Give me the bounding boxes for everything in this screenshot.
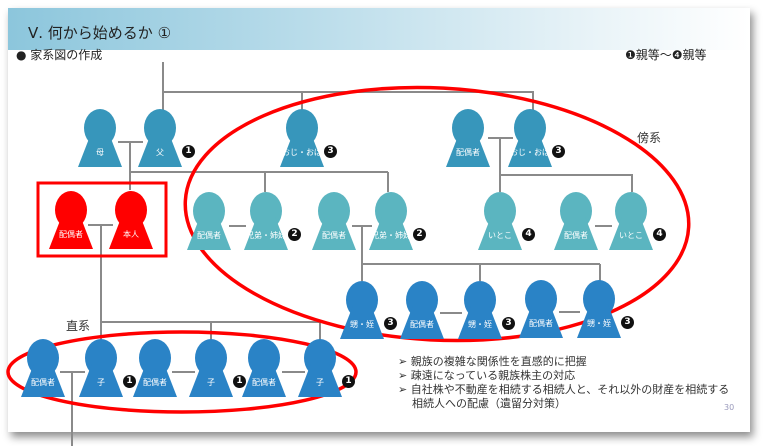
- person-label: 甥・姪: [587, 319, 611, 328]
- slide-title: Ⅴ. 何から始めるか ①: [28, 24, 172, 42]
- person-label: おじ・おば: [510, 148, 550, 157]
- notes-list: ➢ 親族の複雑な関係性を直感的に把握 ➢ 疎遠になっている親族株主の対応 ➢ 自…: [398, 355, 732, 411]
- person-label: 配偶者: [410, 320, 434, 329]
- person-label: いとこ: [619, 231, 643, 240]
- person-label: 甥・姪: [468, 320, 492, 329]
- degree-badge: 3: [621, 316, 634, 329]
- degree-badge: 3: [552, 145, 565, 158]
- person-label: 兄弟・姉妹: [246, 231, 286, 240]
- figure-sibling-spouse-2: 配偶者: [312, 192, 356, 250]
- figure-mother: 母: [78, 109, 122, 167]
- figure-self-spouse: 配偶者: [49, 191, 93, 249]
- collateral-ellipse: [183, 85, 691, 343]
- degree-badge: 1: [182, 145, 195, 158]
- degree-badge: 2: [288, 228, 301, 241]
- degree-badge: 3: [502, 317, 515, 330]
- person-label: 配偶者: [31, 378, 55, 387]
- person-label: 配偶者: [564, 231, 588, 240]
- figure-sibling-spouse: 配偶者: [187, 192, 231, 250]
- degree-badge: 3: [324, 145, 337, 158]
- figure-nephew-spouse: 配偶者: [400, 281, 444, 339]
- person-label: 兄弟・姉妹: [371, 231, 411, 240]
- collateral-label: 傍系: [637, 131, 662, 145]
- degree-badge: 1: [233, 375, 246, 388]
- figure-child-spouse-3: 配偶者: [242, 339, 286, 397]
- figure-child-spouse-2: 配偶者: [133, 339, 177, 397]
- figure-nephew-niece: 甥・姪 3: [340, 281, 397, 339]
- self-highlight-box: [36, 181, 168, 258]
- bullet-heading: ● 家系図の作成: [16, 48, 103, 62]
- degree-badge: 4: [522, 228, 535, 241]
- person-label: 配偶者: [197, 231, 221, 240]
- figure-self: 本人: [109, 191, 153, 249]
- person-label: 配偶者: [456, 148, 480, 157]
- figure-uncle-spouse: 配偶者: [446, 109, 490, 167]
- figure-child-spouse: 配偶者: [21, 339, 65, 397]
- person-label: 配偶者: [143, 378, 167, 387]
- note-item: ➢ 自社株や不動産を相続する相続人と、それ以外の財産を相続する相続人への配慮（遺…: [398, 383, 730, 410]
- person-label: 子: [207, 378, 215, 387]
- person-label: 配偶者: [322, 231, 346, 240]
- figure-cousin-spouse: 配偶者: [554, 192, 598, 250]
- degree-badge: 3: [384, 317, 397, 330]
- person-label: 子: [316, 378, 324, 387]
- person-label: いとこ: [488, 231, 512, 240]
- note-item: ➢ 疎遠になっている親族株主の対応: [398, 369, 576, 382]
- person-label: 甥・姪: [350, 320, 374, 329]
- figure-nephew-niece-3: 甥・姪 3: [577, 280, 634, 338]
- person-label: 本人: [123, 230, 139, 239]
- figure-cousin: いとこ 4: [478, 192, 535, 250]
- title-bar: Ⅴ. 何から始めるか ①: [8, 8, 750, 50]
- person-label: 配偶者: [252, 378, 276, 387]
- person-label: 母: [96, 148, 104, 157]
- page-number: 30: [724, 403, 735, 412]
- figure-nephew-spouse-2: 配偶者: [519, 280, 563, 338]
- degree-legend: ❶親等～❹親等: [625, 48, 707, 62]
- person-label: 配偶者: [529, 319, 553, 328]
- figure-nephew-niece-2: 甥・姪 3: [458, 281, 515, 339]
- degree-badge: 1: [123, 375, 136, 388]
- person-label: おじ・おば: [282, 148, 322, 157]
- degree-badge: 1: [342, 375, 355, 388]
- degree-badge: 2: [413, 228, 426, 241]
- lineal-ellipse: [6, 330, 358, 414]
- person-label: 配偶者: [59, 230, 83, 239]
- person-label: 父: [156, 148, 164, 157]
- person-label: 子: [97, 378, 105, 387]
- note-item: ➢ 親族の複雑な関係性を直感的に把握: [398, 355, 587, 368]
- figure-cousin-2: いとこ 4: [609, 192, 666, 250]
- lineal-label: 直系: [66, 319, 91, 333]
- degree-badge: 4: [653, 228, 666, 241]
